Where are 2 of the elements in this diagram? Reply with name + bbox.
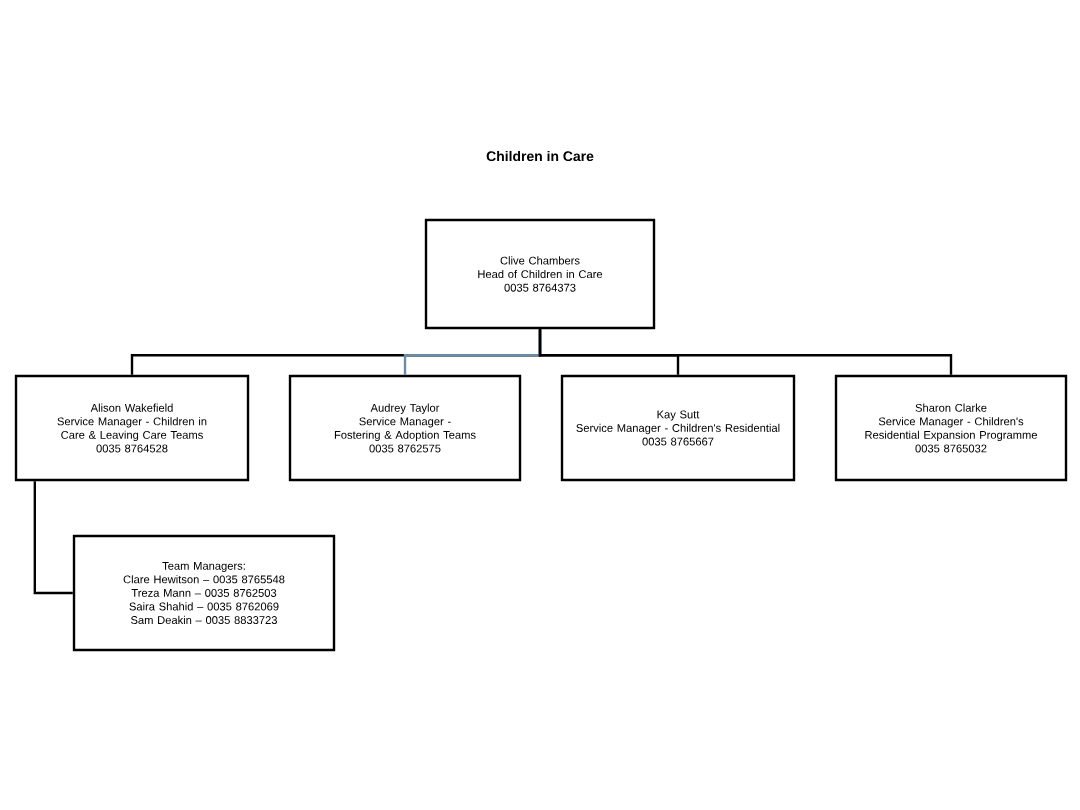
connector-line [33, 481, 73, 595]
connector-line [538, 329, 953, 375]
